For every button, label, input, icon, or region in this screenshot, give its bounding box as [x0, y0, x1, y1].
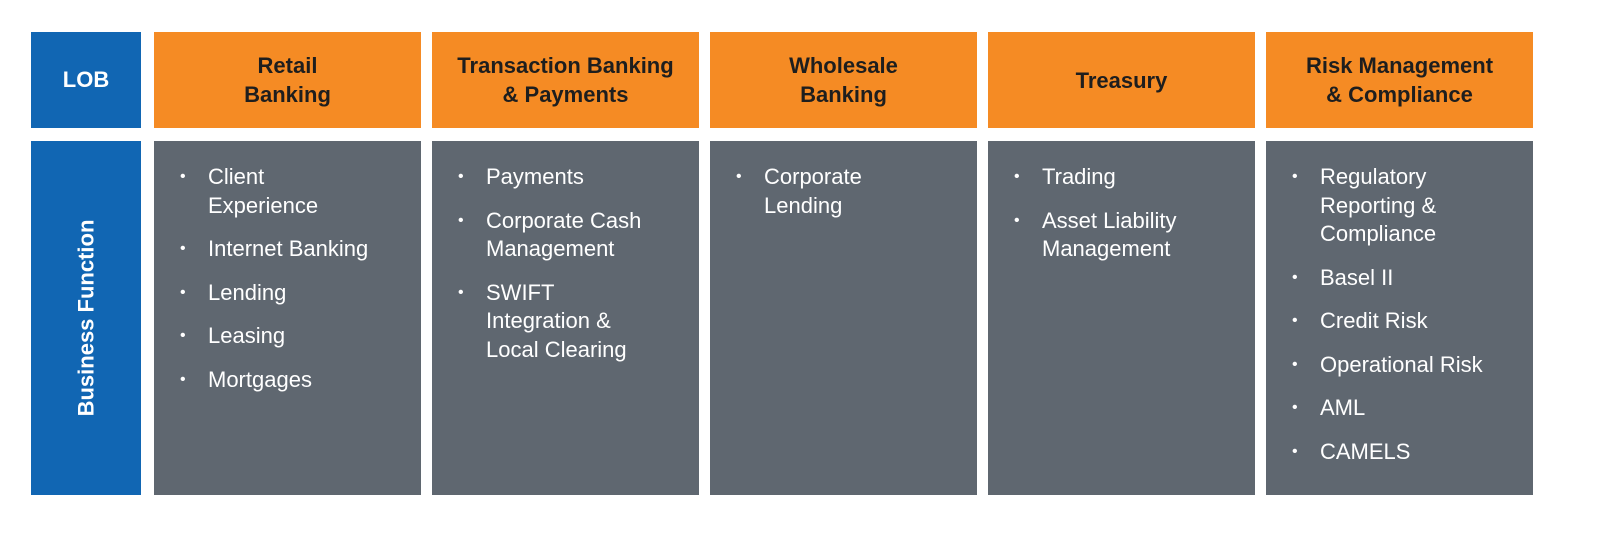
function-list: •Payments •Corporate Cash Management •SW… [458, 163, 681, 364]
function-label: Payments [486, 164, 584, 189]
header-treasury: Treasury [988, 32, 1255, 128]
header-transaction-banking: Transaction Banking & Payments [432, 32, 699, 128]
function-label: Internet Banking [208, 236, 369, 261]
function-label: AML [1320, 395, 1366, 420]
business-function-row-label: Business Function [31, 141, 141, 495]
function-label: Basel II [1320, 264, 1394, 290]
function-label: Lending [208, 279, 287, 305]
functions-risk-management: •Regulatory Reporting & Compliance •Base… [1266, 141, 1533, 495]
functions-wholesale-banking: •Corporate Lending [710, 141, 977, 495]
function-label: Leasing [208, 323, 286, 348]
lob-row-label: LOB [31, 32, 141, 128]
function-label: SWIFT Integration & Local Clearing [486, 279, 627, 362]
list-item: •Operational Risk [1292, 351, 1483, 377]
list-item: •Client Experience [180, 164, 319, 218]
function-label: Client Experience [208, 164, 319, 218]
function-label: Corporate Cash Management [486, 207, 642, 262]
list-item: •Internet Banking [180, 236, 369, 261]
header-retail-banking: Retail Banking [154, 32, 421, 128]
list-item: •Corporate Lending [736, 164, 862, 218]
function-list: •Regulatory Reporting & Compliance •Base… [1292, 163, 1515, 466]
header-wholesale-banking: Wholesale Banking [710, 32, 977, 128]
function-label: Regulatory Reporting & Compliance [1320, 164, 1437, 246]
list-item: •Corporate Cash Management [458, 207, 642, 262]
list-item: •Payments [458, 164, 584, 189]
list-item: •Regulatory Reporting & Compliance [1292, 164, 1437, 246]
list-item: •Trading [1014, 164, 1116, 189]
function-label: Corporate Lending [764, 164, 862, 218]
list-item: •SWIFT Integration & Local Clearing [458, 279, 627, 362]
list-item: •Lending [180, 279, 287, 305]
function-list: •Trading •Asset Liability Management [1014, 163, 1237, 264]
list-item: •Credit Risk [1292, 308, 1428, 333]
functions-transaction-banking: •Payments •Corporate Cash Management •SW… [432, 141, 699, 495]
list-item: •Basel II [1292, 264, 1394, 290]
list-item: •Mortgages [180, 366, 312, 392]
function-label: Trading [1042, 164, 1116, 189]
function-label: CAMELS [1320, 438, 1411, 464]
list-item: •CAMELS [1292, 438, 1411, 464]
function-list: •Client Experience •Internet Banking •Le… [180, 163, 403, 394]
function-label: Asset Liability Management [1042, 207, 1177, 262]
function-label: Credit Risk [1320, 308, 1428, 333]
header-risk-management: Risk Management & Compliance [1266, 32, 1533, 128]
functions-retail-banking: •Client Experience •Internet Banking •Le… [154, 141, 421, 495]
functions-treasury: •Trading •Asset Liability Management [988, 141, 1255, 495]
list-item: •Asset Liability Management [1014, 207, 1177, 262]
list-item: •Leasing [180, 323, 286, 348]
function-list: •Corporate Lending [736, 163, 959, 220]
list-item: •AML [1292, 395, 1366, 420]
business-function-label-text: Business Function [73, 219, 99, 417]
function-label: Operational Risk [1320, 351, 1483, 377]
function-label: Mortgages [208, 366, 312, 392]
